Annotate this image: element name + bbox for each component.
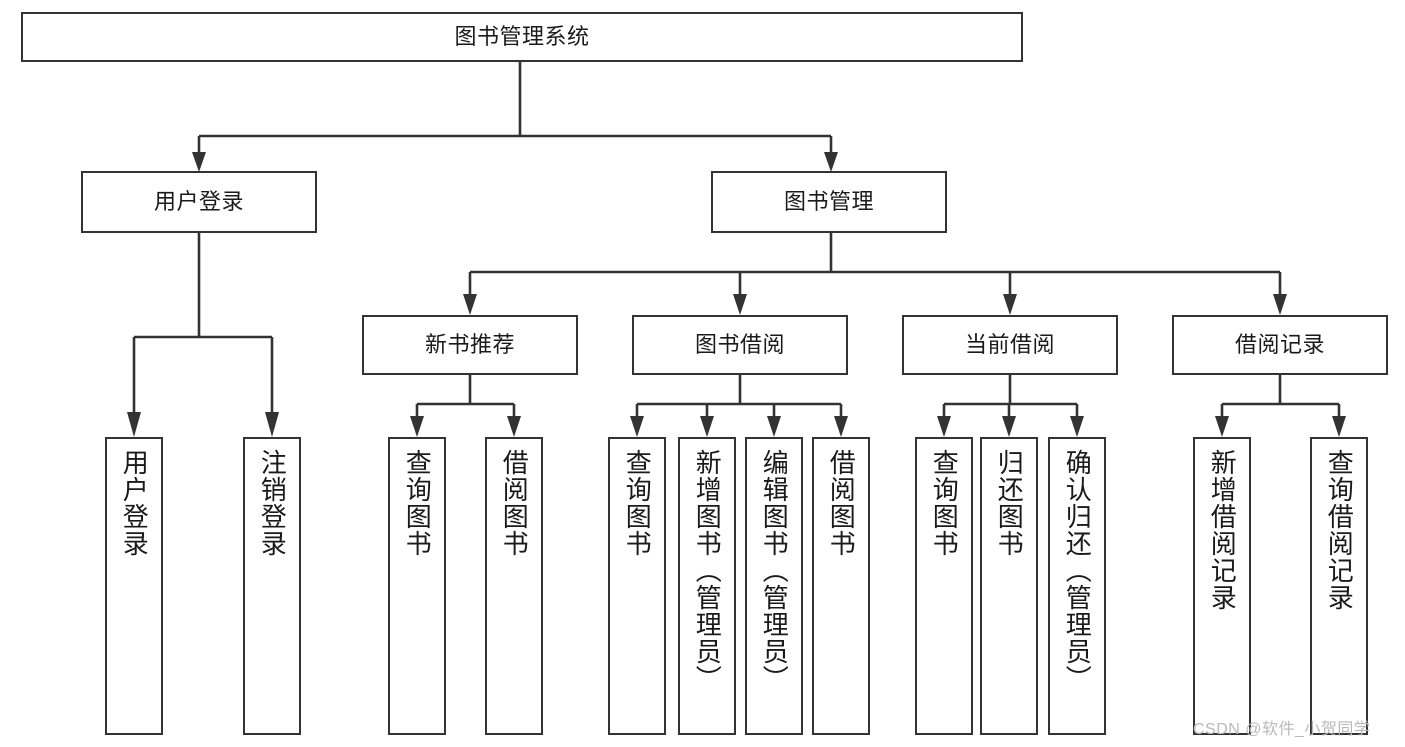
node-label: 借阅图书 <box>499 449 530 557</box>
node-label: 借阅记录 <box>1234 332 1325 358</box>
node-label: 图书管理系统 <box>454 24 590 50</box>
node-label: 新增借阅记录 <box>1207 449 1238 611</box>
node-label: 借阅图书 <box>826 449 857 557</box>
node-label: 新书推荐 <box>424 332 515 358</box>
node-label: 归还图书 <box>994 449 1025 557</box>
node-new-book-recommendation[interactable]: 新书推荐 <box>362 315 578 375</box>
node-book-borrowing[interactable]: 图书借阅 <box>632 315 848 375</box>
leaf-query-borrow-record[interactable]: 查询借阅记录 <box>1310 437 1368 735</box>
node-label: 新增图书（管理员） <box>692 449 723 692</box>
node-user-login[interactable]: 用户登录 <box>81 171 317 233</box>
node-label: 当前借阅 <box>964 332 1055 358</box>
leaf-query-book-recommend[interactable]: 查询图书 <box>388 437 446 735</box>
leaf-borrow-book[interactable]: 借阅图书 <box>812 437 870 735</box>
leaf-confirm-return-admin[interactable]: 确认归还（管理员） <box>1048 437 1106 735</box>
leaf-query-book-current[interactable]: 查询图书 <box>915 437 973 735</box>
node-label: 查询图书 <box>622 449 653 557</box>
node-book-management[interactable]: 图书管理 <box>711 171 947 233</box>
node-label: 注销登录 <box>257 449 288 557</box>
node-current-borrowing[interactable]: 当前借阅 <box>902 315 1118 375</box>
leaf-add-borrow-record[interactable]: 新增借阅记录 <box>1193 437 1251 735</box>
node-label: 编辑图书（管理员） <box>759 449 790 692</box>
leaf-return-book[interactable]: 归还图书 <box>980 437 1038 735</box>
leaf-user-login[interactable]: 用户登录 <box>105 437 163 735</box>
node-label: 确认归还（管理员） <box>1062 449 1093 692</box>
csdn-watermark: CSDN @软件_小贺同学 <box>1193 721 1371 738</box>
node-label: 图书借阅 <box>694 332 785 358</box>
node-label: 查询图书 <box>929 449 960 557</box>
leaf-borrow-book-recommend[interactable]: 借阅图书 <box>485 437 543 735</box>
node-borrowing-record[interactable]: 借阅记录 <box>1172 315 1388 375</box>
node-root-library-management-system[interactable]: 图书管理系统 <box>21 12 1023 62</box>
node-label: 用户登录 <box>119 449 150 557</box>
leaf-logout[interactable]: 注销登录 <box>243 437 301 735</box>
leaf-edit-book-admin[interactable]: 编辑图书（管理员） <box>745 437 803 735</box>
leaf-query-book-borrow[interactable]: 查询图书 <box>608 437 666 735</box>
node-label: 图书管理 <box>783 189 874 215</box>
node-label: 查询借阅记录 <box>1324 449 1355 611</box>
node-label: 查询图书 <box>402 449 433 557</box>
leaf-add-book-admin[interactable]: 新增图书（管理员） <box>678 437 736 735</box>
node-label: 用户登录 <box>153 189 244 215</box>
